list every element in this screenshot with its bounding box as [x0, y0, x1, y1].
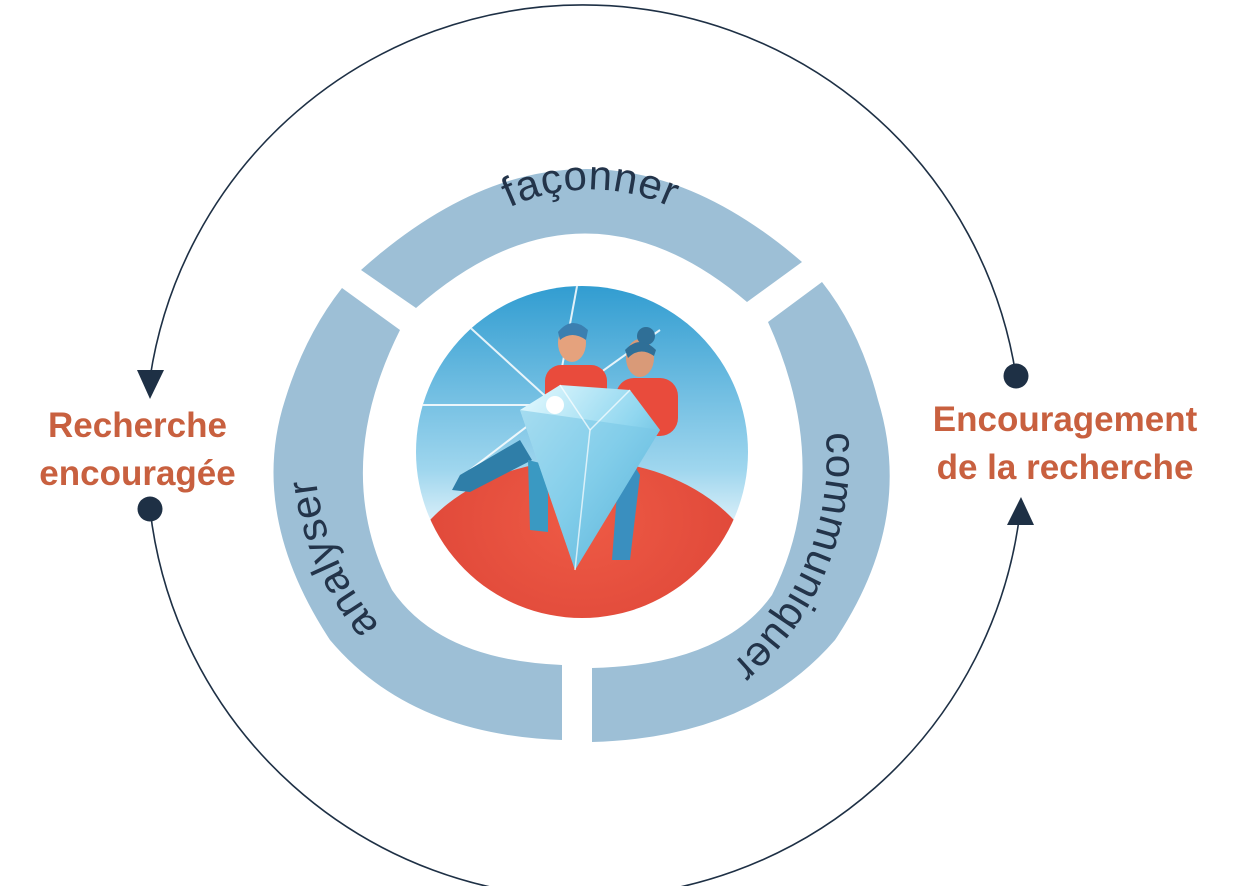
segment-right — [592, 282, 890, 742]
segment-left — [273, 288, 562, 740]
arrowhead-right-icon — [1007, 497, 1034, 525]
label-right-line1: Encouragement — [932, 400, 1198, 439]
segment-top — [361, 168, 802, 308]
label-left-line2: encouragée — [39, 454, 236, 493]
diamond-with-two-people-icon — [416, 286, 748, 618]
cycle-dot-left-icon — [137, 496, 163, 522]
arrowhead-left-icon — [137, 370, 164, 399]
outer-cycle-bottom-arc — [149, 508, 1021, 886]
label-right-line2: de la recherche — [936, 448, 1194, 487]
label-left-line1: Recherche — [48, 406, 227, 445]
diamond-icon — [520, 384, 660, 571]
label-research-encouragement: Encouragement de la recherche — [900, 396, 1230, 492]
ring-segments — [273, 168, 890, 742]
cycle-dot-right-icon — [1003, 363, 1029, 389]
label-research-encouraged: Recherche encouragée — [10, 402, 265, 498]
outer-cycle — [137, 4, 1034, 886]
person-right-icon — [612, 327, 678, 560]
outer-cycle-top-arc — [149, 4, 1017, 379]
